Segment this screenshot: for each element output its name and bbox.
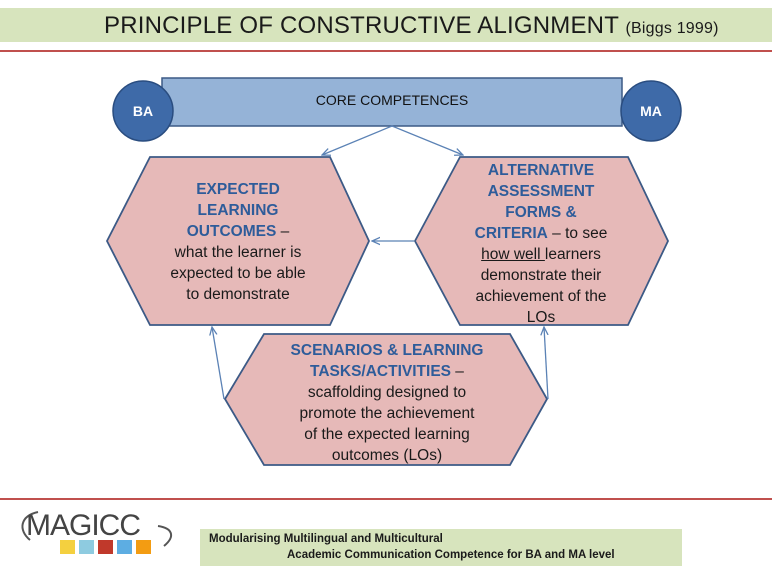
arrow-core-to-outcomes bbox=[322, 125, 393, 155]
assessment-underlined: how well bbox=[481, 246, 545, 263]
footer-line-1: Modularising Multilingual and Multicultu… bbox=[209, 533, 443, 545]
outcomes-body-1: what the learner is bbox=[174, 244, 302, 261]
assessment-hexagon bbox=[413, 156, 669, 326]
logo-square-blue bbox=[117, 540, 132, 554]
outcomes-body-2: expected to be able bbox=[170, 265, 306, 282]
bottom-divider bbox=[0, 498, 772, 500]
scenarios-body-3: of the expected learning bbox=[304, 426, 470, 443]
scenarios-heading-2: TASKS/ACTIVITIES bbox=[310, 363, 451, 380]
scenarios-heading-1: SCENARIOS & LEARNING bbox=[290, 342, 484, 359]
scenarios-hexagon bbox=[223, 333, 549, 466]
ma-label: MA bbox=[640, 103, 662, 119]
logo-square-orange bbox=[136, 540, 151, 554]
ba-circle bbox=[112, 80, 174, 142]
scenarios-body-4: outcomes (LOs) bbox=[331, 447, 443, 464]
assessment-text: ALTERNATIVE ASSESSMENT FORMS & CRITERIA … bbox=[441, 160, 641, 328]
logo-square-yellow bbox=[60, 540, 75, 554]
assessment-body-1: demonstrate their bbox=[480, 267, 602, 284]
outcomes-hexagon bbox=[105, 156, 370, 326]
ma-circle bbox=[620, 80, 682, 142]
assessment-tail: – to see bbox=[547, 225, 608, 242]
logo-square-red bbox=[98, 540, 113, 554]
footer-band bbox=[200, 529, 682, 566]
assessment-heading-line: CRITERIA – to see bbox=[441, 223, 641, 244]
title-main: PRINCIPLE OF CONSTRUCTIVE ALIGNMENT bbox=[104, 12, 619, 39]
magicc-logo: MAGICC bbox=[26, 509, 141, 542]
outcomes-body-3: to demonstrate bbox=[186, 286, 290, 303]
outcomes-heading-line: OUTCOMES – bbox=[138, 221, 338, 242]
logo-square-lightblue bbox=[79, 540, 94, 554]
assessment-underline-line: how well learners bbox=[441, 244, 641, 265]
assessment-heading-2: ASSESSMENT bbox=[487, 183, 595, 200]
top-divider bbox=[0, 50, 772, 52]
assessment-heading-1: ALTERNATIVE bbox=[487, 162, 595, 179]
title-source: (Biggs 1999) bbox=[625, 20, 719, 37]
title-band bbox=[0, 8, 772, 42]
assessment-after-underline: learners bbox=[544, 246, 601, 263]
scenarios-body-2: promote the achievement bbox=[299, 405, 475, 422]
assessment-body-2: achievement of the bbox=[475, 288, 607, 305]
ba-label: BA bbox=[132, 103, 154, 119]
core-competences-label: CORE COMPETENCES bbox=[315, 92, 469, 108]
outcomes-heading-2: LEARNING bbox=[197, 202, 279, 219]
arrow-scenarios-to-outcomes bbox=[212, 327, 225, 400]
arrow-scenarios-to-assessment bbox=[544, 327, 548, 400]
scenarios-text: SCENARIOS & LEARNING TASKS/ACTIVITIES – … bbox=[262, 340, 512, 466]
footer-line-2: Academic Communication Competence for BA… bbox=[287, 549, 615, 561]
scenarios-dash: – bbox=[451, 363, 464, 380]
scenarios-heading-line: TASKS/ACTIVITIES – bbox=[262, 361, 512, 382]
logo-swoosh-left bbox=[21, 511, 39, 541]
arrow-core-to-assessment bbox=[391, 125, 463, 155]
logo-swoosh-right bbox=[157, 525, 173, 547]
scenarios-body-1: scaffolding designed to bbox=[307, 384, 467, 401]
outcomes-text: EXPECTED LEARNING OUTCOMES – what the le… bbox=[138, 179, 338, 305]
outcomes-dash: – bbox=[276, 223, 290, 240]
outcomes-heading-1: EXPECTED bbox=[196, 181, 280, 198]
outcomes-heading-3: OUTCOMES bbox=[186, 223, 277, 240]
assessment-heading-3: FORMS & bbox=[505, 204, 577, 221]
assessment-body-3: LOs bbox=[526, 309, 556, 326]
slide-title: PRINCIPLE OF CONSTRUCTIVE ALIGNMENT (Big… bbox=[104, 12, 719, 40]
assessment-heading-4: CRITERIA bbox=[474, 225, 548, 242]
